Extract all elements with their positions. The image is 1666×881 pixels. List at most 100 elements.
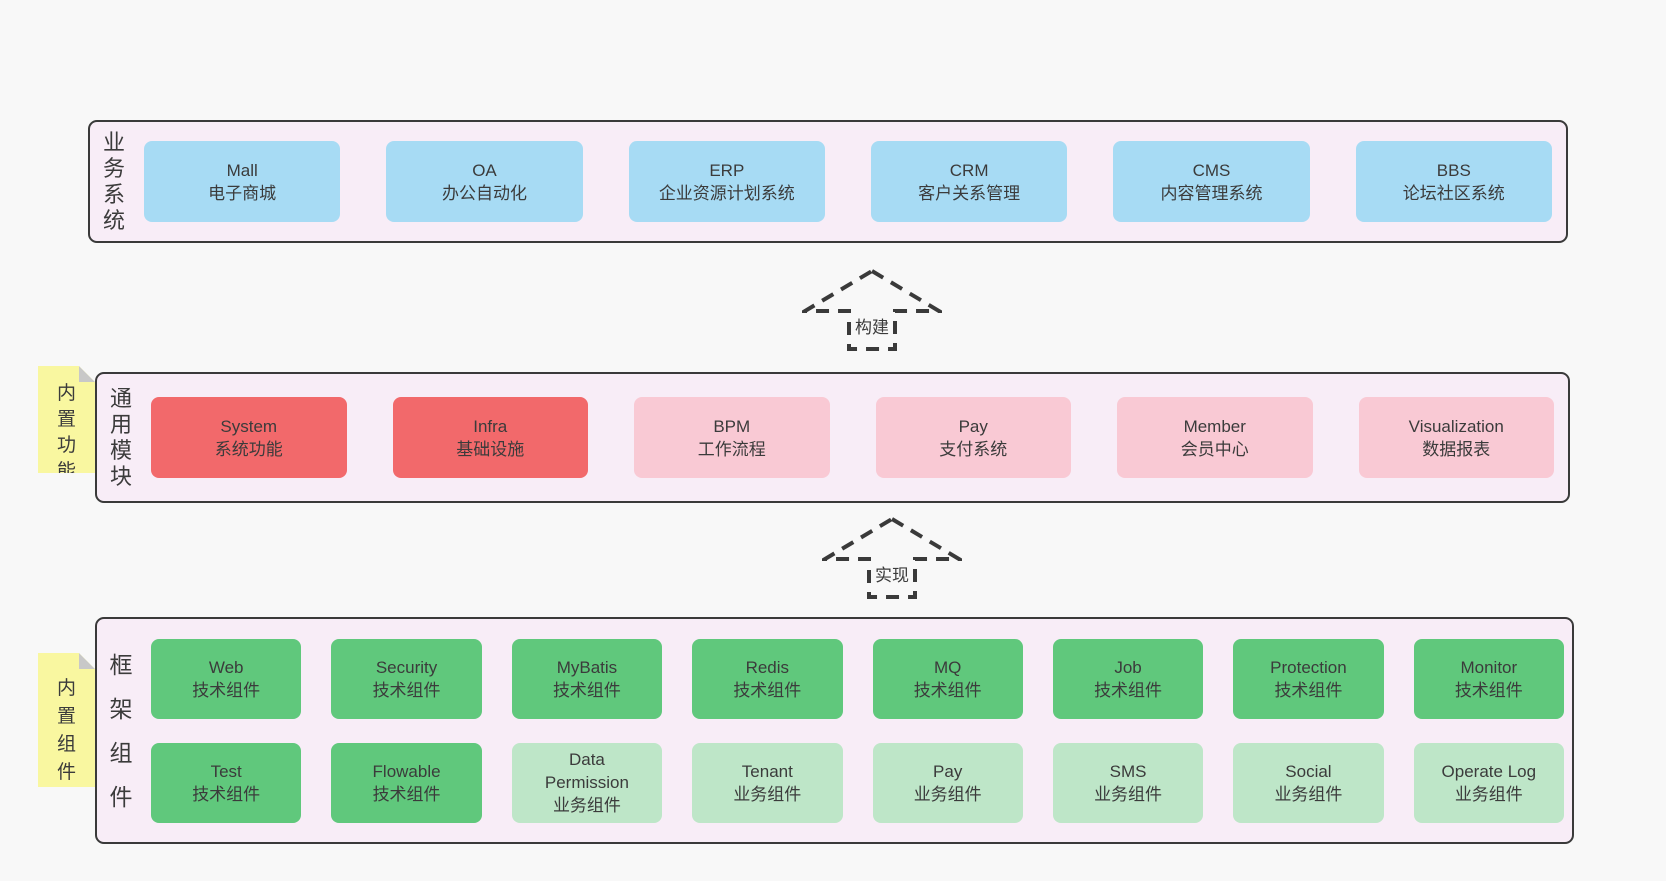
box-member: Member 会员中心: [1117, 397, 1313, 478]
box-web: Web 技术组件: [151, 638, 302, 719]
box-title: Test: [210, 761, 242, 781]
framework-components-rows: Web 技术组件 Security 技术组件 MyBatis 技术组件 Redi…: [145, 638, 1572, 823]
box-crm: CRM 客户关系管理: [870, 141, 1068, 222]
box-subtitle: 工作流程: [697, 439, 766, 459]
box-subtitle: 论坛社区系统: [1402, 183, 1505, 203]
box-subtitle: 业务组件: [913, 784, 982, 804]
box-mybatis: MyBatis 技术组件: [511, 638, 663, 719]
dashed-up-arrow-icon: [802, 268, 942, 351]
box-title: MQ: [933, 657, 962, 677]
box-title: Tenant: [741, 761, 793, 781]
framework-components-panel: 框架组件 Web 技术组件 Security 技术组件 MyBatis 技术组件…: [95, 617, 1574, 844]
box-title: Data Permission: [544, 750, 629, 792]
box-title: CRM: [949, 160, 989, 180]
box-subtitle: 业务组件: [552, 796, 621, 815]
common-modules-row: System 系统功能 Infra 基础设施 BPM 工作流程 Pay 支付系统…: [145, 397, 1568, 478]
box-pay-component: Pay 业务组件: [872, 742, 1023, 823]
box-protection: Protection 技术组件: [1233, 638, 1384, 719]
box-title: Mall: [226, 160, 258, 180]
box-subtitle: 数据报表: [1422, 439, 1491, 459]
box-subtitle: 业务组件: [733, 784, 802, 804]
box-operate-log: Operate Log 业务组件: [1413, 742, 1564, 823]
box-title: Redis: [745, 657, 790, 677]
box-subtitle: 业务组件: [1274, 784, 1343, 804]
box-subtitle: 技术组件: [192, 680, 261, 700]
dashed-up-arrow-icon: [822, 516, 962, 599]
box-title: Job: [1114, 657, 1142, 677]
business-systems-label: 业务系统: [102, 129, 125, 233]
box-title: Flowable: [372, 761, 441, 781]
box-cms: CMS 内容管理系统: [1113, 141, 1310, 222]
box-bbs: BBS 论坛社区系统: [1355, 141, 1552, 222]
box-title: SMS: [1109, 761, 1147, 781]
box-job: Job 技术组件: [1052, 638, 1204, 719]
box-title: System: [220, 416, 278, 436]
box-bpm: BPM 工作流程: [634, 397, 830, 478]
components-row-2: Test 技术组件 Flowable 技术组件 Data Permission …: [151, 742, 1564, 823]
box-system: System 系统功能: [151, 397, 347, 478]
box-flowable: Flowable 技术组件: [331, 742, 482, 823]
common-modules-panel: 通用模块 System 系统功能 Infra 基础设施 BPM 工作流程 Pay…: [95, 372, 1570, 503]
box-subtitle: 业务组件: [1454, 784, 1523, 804]
box-title: Security: [375, 657, 438, 677]
box-oa: OA 办公自动化: [386, 141, 583, 222]
box-title: ERP: [709, 160, 745, 180]
box-title: BBS: [1436, 160, 1471, 180]
box-infra: Infra 基础设施: [392, 397, 588, 478]
box-title: CMS: [1192, 160, 1231, 180]
box-sms: SMS 业务组件: [1052, 742, 1204, 823]
box-subtitle: 会员中心: [1180, 439, 1249, 459]
box-erp: ERP 企业资源计划系统: [628, 141, 825, 222]
box-subtitle: 客户关系管理: [918, 183, 1021, 203]
builtin-features-note: 内置功能: [38, 366, 95, 473]
box-subtitle: 系统功能: [214, 439, 283, 459]
box-subtitle: 基础设施: [456, 439, 525, 459]
box-subtitle: 技术组件: [1094, 680, 1163, 700]
box-title: Infra: [473, 416, 508, 436]
box-title: Visualization: [1408, 416, 1504, 436]
box-title: Social: [1285, 761, 1332, 781]
box-mq: MQ 技术组件: [872, 638, 1023, 719]
box-security: Security 技术组件: [331, 638, 482, 719]
box-title: Member: [1183, 416, 1246, 436]
box-subtitle: 技术组件: [372, 784, 441, 804]
box-subtitle: 技术组件: [192, 784, 261, 804]
box-subtitle: 办公自动化: [441, 183, 527, 203]
box-social: Social 业务组件: [1233, 742, 1384, 823]
box-subtitle: 企业资源计划系统: [658, 183, 795, 203]
box-title: Pay: [933, 761, 963, 781]
box-subtitle: 技术组件: [552, 680, 621, 700]
framework-components-label: 框架组件: [109, 651, 133, 810]
box-redis: Redis 技术组件: [692, 638, 843, 719]
box-subtitle: 业务组件: [1094, 784, 1163, 804]
box-mall: Mall 电子商城: [144, 141, 341, 222]
box-title: Web: [208, 657, 244, 677]
box-title: Pay: [958, 416, 988, 436]
box-title: Operate Log: [1441, 761, 1537, 781]
box-title: BPM: [713, 416, 751, 436]
box-data-permission: Data Permission 业务组件: [511, 742, 663, 823]
business-systems-row: Mall 电子商城 OA 办公自动化 ERP 企业资源计划系统 CRM 客户关系…: [138, 141, 1566, 222]
box-test: Test 技术组件: [151, 742, 302, 823]
box-tenant: Tenant 业务组件: [692, 742, 843, 823]
box-title: Protection: [1270, 657, 1347, 677]
box-subtitle: 技术组件: [913, 680, 982, 700]
box-subtitle: 技术组件: [372, 680, 441, 700]
implement-arrow-label: 实现: [871, 560, 913, 587]
box-subtitle: 内容管理系统: [1160, 183, 1263, 203]
box-pay-system: Pay 支付系统: [875, 397, 1071, 478]
box-subtitle: 电子商城: [208, 183, 277, 203]
box-title: Monitor: [1460, 657, 1518, 677]
box-subtitle: 技术组件: [1454, 680, 1523, 700]
build-arrow: 构建: [802, 268, 942, 352]
box-title: MyBatis: [556, 657, 618, 677]
box-subtitle: 技术组件: [1274, 680, 1343, 700]
box-title: OA: [472, 160, 497, 180]
box-subtitle: 支付系统: [939, 439, 1008, 459]
builtin-components-note: 内置组件: [38, 653, 95, 787]
common-modules-label: 通用模块: [109, 385, 132, 489]
implement-arrow: 实现: [822, 516, 962, 600]
build-arrow-label: 构建: [851, 312, 893, 339]
box-subtitle: 技术组件: [733, 680, 802, 700]
